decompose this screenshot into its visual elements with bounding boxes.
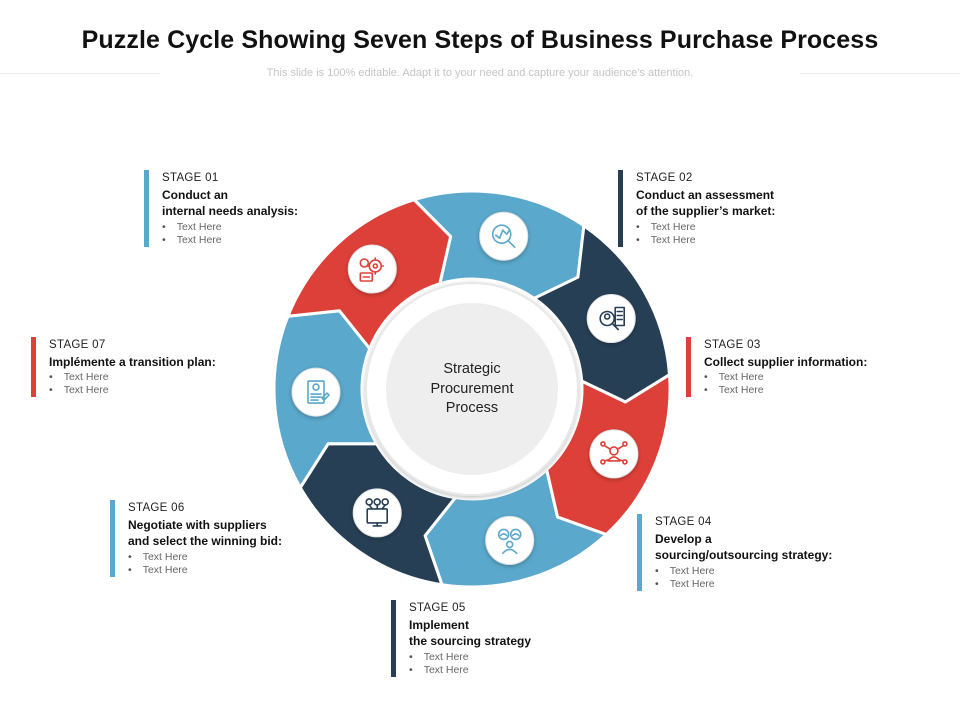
stage-06-label: STAGE 06 bbox=[128, 502, 185, 514]
stage-07-bullet-2: Text Here bbox=[49, 384, 216, 397]
stage-01-label: STAGE 01 bbox=[162, 172, 219, 184]
stage-04-label: STAGE 04 bbox=[655, 516, 712, 528]
stage-02-bullets: Text Here Text Here bbox=[636, 221, 775, 247]
stage-02-label: STAGE 02 bbox=[636, 172, 693, 184]
stage-03-name: Collect supplier information: bbox=[704, 354, 868, 369]
stage-01-bullets: Text Here Text Here bbox=[162, 221, 298, 247]
team-strategy-icon bbox=[485, 515, 535, 565]
stage-02-block: STAGE 02 Conduct an assessment of the su… bbox=[618, 170, 775, 247]
monitor-network-icon bbox=[352, 488, 402, 538]
stage-01-name: Conduct an internal needs analysis: bbox=[162, 187, 299, 219]
slide-subtitle: This slide is 100% editable. Adapt it to… bbox=[266, 67, 694, 79]
gear-settings-icon bbox=[347, 244, 397, 294]
title-rule-right bbox=[800, 73, 960, 74]
stage-04-block: STAGE 04 Develop a sourcing/outsourcing … bbox=[637, 514, 832, 591]
stage-01-bullet-1: Text Here bbox=[162, 221, 298, 234]
stage-02-bullet-1: Text Here bbox=[636, 221, 775, 234]
stage-07-bullet-1: Text Here bbox=[49, 371, 216, 384]
stage-06-name: Negotiate with suppliers and select the … bbox=[128, 517, 283, 549]
stage-04-bullet-2: Text Here bbox=[655, 578, 832, 591]
stage-02-name: Conduct an assessment of the supplier’s … bbox=[636, 187, 776, 219]
stage-05-bullet-1: Text Here bbox=[409, 651, 531, 664]
stage-04-name: Develop a sourcing/outsourcing strategy: bbox=[655, 531, 833, 563]
stage-07-block: STAGE 07 Implémente a transition plan: T… bbox=[31, 337, 216, 397]
supplier-network-icon bbox=[589, 429, 639, 479]
analysis-magnifier-icon bbox=[479, 211, 529, 261]
stage-05-bullets: Text Here Text Here bbox=[409, 651, 531, 677]
stage-04-bullets: Text Here Text Here bbox=[655, 565, 832, 591]
stage-03-bullet-2: Text Here bbox=[704, 384, 867, 397]
stage-05-label: STAGE 05 bbox=[409, 602, 466, 614]
title-rule-left bbox=[0, 73, 160, 74]
stage-02-bullet-2: Text Here bbox=[636, 234, 775, 247]
stage-05-bullet-2: Text Here bbox=[409, 664, 531, 677]
stage-01-bullet-2: Text Here bbox=[162, 234, 298, 247]
stage-icons bbox=[291, 211, 639, 565]
stage-03-bullets: Text Here Text Here bbox=[704, 371, 867, 397]
stage-06-bullet-2: Text Here bbox=[128, 564, 282, 577]
market-assessment-icon bbox=[586, 294, 636, 343]
stage-05-block: STAGE 05 Implement the sourcing strategy… bbox=[391, 600, 531, 677]
stage-01-block: STAGE 01 Conduct an internal needs analy… bbox=[144, 170, 298, 247]
center-label: Strategic Procurement Process bbox=[430, 361, 514, 416]
stage-06-bullets: Text Here Text Here bbox=[128, 551, 282, 577]
center-disc bbox=[386, 303, 558, 475]
stage-06-block: STAGE 06 Negotiate with suppliers and se… bbox=[110, 500, 282, 577]
slide-title: Puzzle Cycle Showing Seven Steps of Busi… bbox=[81, 26, 879, 54]
stage-07-name: Implémente a transition plan: bbox=[49, 354, 216, 369]
stage-07-bullets: Text Here Text Here bbox=[49, 371, 216, 397]
stage-03-label: STAGE 03 bbox=[704, 339, 761, 351]
stage-04-bullet-1: Text Here bbox=[655, 565, 832, 578]
stage-07-label: STAGE 07 bbox=[49, 339, 106, 351]
stage-03-bullet-1: Text Here bbox=[704, 371, 867, 384]
contract-document-icon bbox=[291, 367, 341, 417]
stage-06-bullet-1: Text Here bbox=[128, 551, 282, 564]
stage-05-name: Implement the sourcing strategy bbox=[409, 617, 532, 649]
stage-03-block: STAGE 03 Collect supplier information: T… bbox=[686, 337, 867, 397]
